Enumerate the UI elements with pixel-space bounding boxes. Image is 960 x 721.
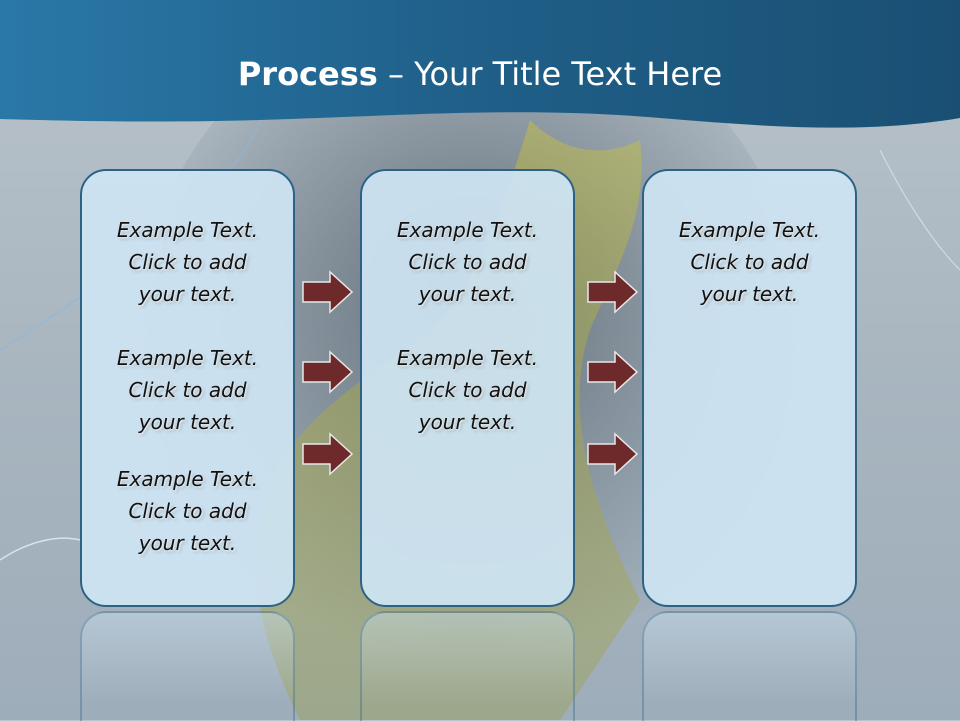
text-line: your text. (138, 282, 237, 306)
text-line: Click to add (408, 250, 527, 274)
box-reflection (360, 611, 575, 721)
text-line: Click to add (128, 250, 247, 274)
arrow-right-icon (587, 350, 639, 394)
text-line: Example Text. (116, 467, 259, 491)
text-block[interactable]: Example Text. Click to add your text. (82, 463, 293, 559)
arrow-right-icon (587, 432, 639, 476)
text-line: your text. (418, 282, 517, 306)
text-line: Click to add (690, 250, 809, 274)
text-line: Example Text. (116, 346, 259, 370)
arrow-right-icon (587, 270, 639, 314)
process-box-3: Example Text. Click to add your text. (642, 169, 857, 607)
process-box-1: Example Text. Click to add your text. Ex… (80, 169, 295, 607)
text-block[interactable]: Example Text. Click to add your text. (362, 342, 573, 438)
text-line: Click to add (128, 499, 247, 523)
page-title: Process – Your Title Text Here (0, 52, 960, 96)
text-block[interactable]: Example Text. Click to add your text. (82, 342, 293, 438)
text-line: Click to add (128, 378, 247, 402)
text-line: Click to add (408, 378, 527, 402)
text-block[interactable]: Example Text. Click to add your text. (362, 214, 573, 310)
text-block[interactable]: Example Text. Click to add your text. (644, 214, 855, 310)
text-block[interactable]: Example Text. Click to add your text. (82, 214, 293, 310)
arrow-right-icon (302, 432, 354, 476)
title-rest: – Your Title Text Here (377, 55, 723, 93)
text-line: Example Text. (678, 218, 821, 242)
arrow-right-icon (302, 270, 354, 314)
header-band (0, 0, 960, 128)
text-line: Example Text. (116, 218, 259, 242)
process-box-2: Example Text. Click to add your text. Ex… (360, 169, 575, 607)
box-reflection (642, 611, 857, 721)
text-line: Example Text. (396, 346, 539, 370)
title-bold: Process (237, 55, 378, 93)
text-line: your text. (138, 410, 237, 434)
text-line: your text. (700, 282, 799, 306)
text-line: your text. (138, 531, 237, 555)
text-line: your text. (418, 410, 517, 434)
text-line: Example Text. (396, 218, 539, 242)
box-reflection (80, 611, 295, 721)
arrow-right-icon (302, 350, 354, 394)
